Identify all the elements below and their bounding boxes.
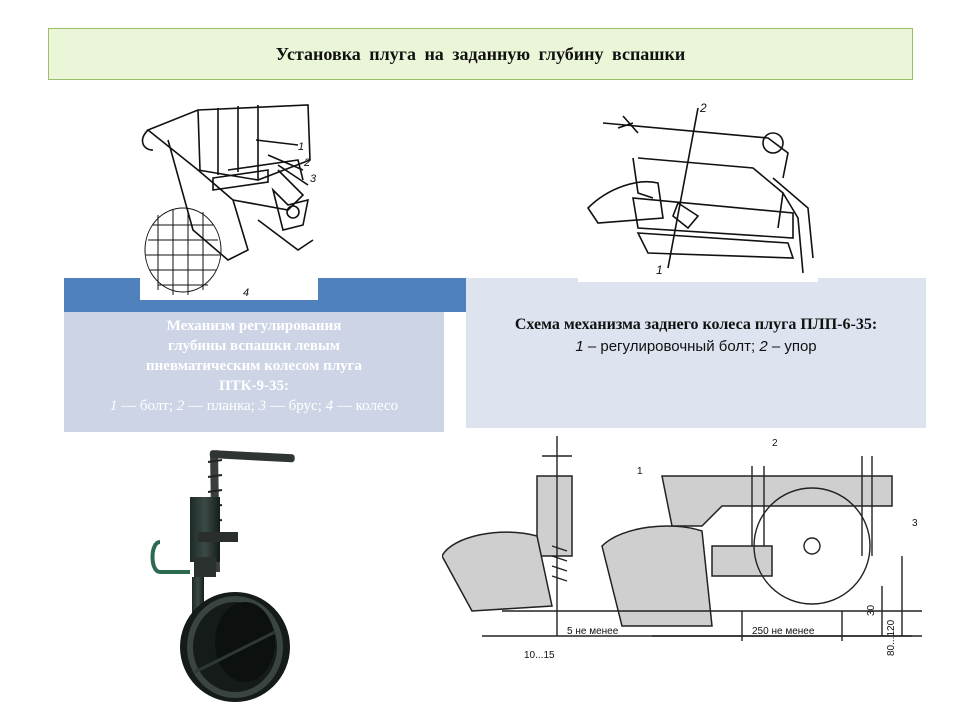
figure2-caption: Схема механизма заднего колеса плуга ПЛП… [466, 314, 926, 358]
figure1-caption: Механизм регулирования глубины вспашки л… [64, 316, 444, 416]
figure1-label-2: 2 [303, 157, 310, 169]
dimension-80-120: 80...120 [886, 619, 897, 656]
figure1-background [140, 100, 318, 300]
figure2-label-1: 1 [656, 263, 663, 277]
figure1-label-1: 1 [298, 141, 304, 153]
figure1-label-3: 3 [310, 173, 317, 185]
legend2-text-1: – регулировочный болт; [583, 338, 760, 355]
figure2-caption-heading: Схема механизма заднего колеса плуга ПЛП… [514, 316, 878, 333]
figure4-plough-schematic: 1 2 3 5 не менее 10...15 250 не менее 30… [442, 436, 922, 661]
legend-text-4: — колесо [333, 398, 399, 414]
legend-text-2: — планка; [184, 398, 259, 414]
dimension-5: 5 не менее [567, 626, 619, 637]
legend-num-1: 1 [109, 398, 118, 414]
figure2-label-2: 2 [699, 101, 707, 115]
legend-text-1: — болт; [117, 398, 177, 414]
figure4-label-3: 3 [912, 518, 918, 529]
figure2-drawing: 2 1 [586, 101, 814, 277]
legend2-num-1: 1 [575, 338, 584, 355]
legend-num-4: 4 [325, 398, 334, 414]
figure1-caption-line4: ПТК-9-35: [218, 378, 290, 394]
legend2-text-2: – упор [767, 338, 817, 355]
caption-right-background [466, 278, 926, 428]
figure1-label-4: 4 [243, 287, 249, 299]
figure3-wheel-photo [150, 450, 295, 702]
figure1-caption-legend: 1 — болт; 2 — планка; 3 — брус; 4 — коле… [64, 396, 444, 416]
figure1-drawing: 1 2 3 4 [141, 104, 317, 299]
dimension-30: 30 [866, 604, 877, 616]
legend-num-2: 2 [176, 398, 185, 414]
legend2-num-2: 2 [759, 338, 768, 355]
figure4-label-1: 1 [637, 466, 643, 477]
figure1-caption-line1: Механизм регулирования [166, 318, 342, 334]
figure2-background [578, 98, 818, 282]
figure4-label-2: 2 [772, 438, 778, 449]
dimension-10-15: 10...15 [524, 650, 555, 661]
figure1-caption-line3: пневматическим колесом плуга [146, 358, 362, 374]
legend-num-3: 3 [258, 398, 267, 414]
page-title: Установка плуга на заданную глубину вспа… [48, 28, 913, 80]
figure1-caption-line2: глубины вспашки левым [168, 338, 340, 354]
dimension-250: 250 не менее [752, 626, 815, 637]
figure2-caption-legend: 1 – регулировочный болт; 2 – упор [466, 336, 926, 358]
legend-text-3: — брус; [266, 398, 326, 414]
caption-left-background [64, 312, 444, 432]
